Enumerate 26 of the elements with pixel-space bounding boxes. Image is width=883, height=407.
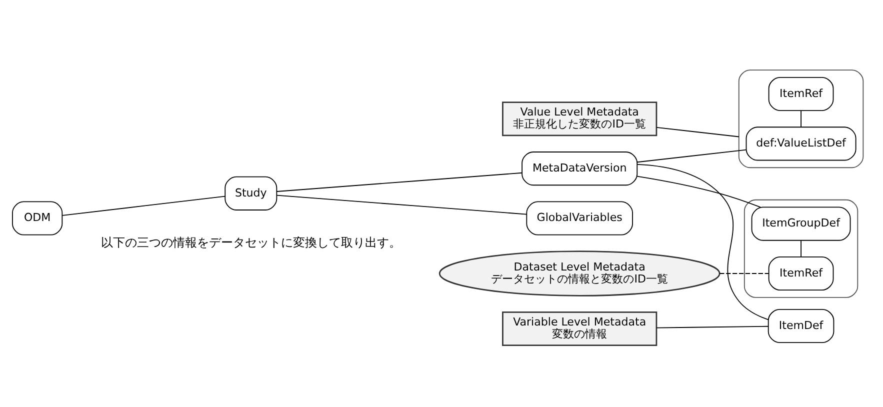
connector — [800, 110, 802, 127]
node-box: ItemGroupDef — [751, 206, 851, 240]
cluster — [738, 69, 864, 168]
connector — [800, 240, 802, 257]
connector — [62, 195, 226, 216]
node-box: Variable Level Metadata 変数の情報 — [502, 310, 658, 346]
connector — [636, 164, 769, 320]
node-box: MetaDataVersion — [522, 151, 638, 186]
connector — [719, 272, 769, 274]
connector — [656, 126, 740, 137]
node-ellipse: Dataset Level Metadata データセットの情報と変数のID一覧 — [438, 250, 720, 296]
connector — [636, 175, 761, 208]
connector — [276, 194, 527, 214]
node-box: def:ValueListDef — [746, 126, 856, 160]
node-box: ItemRef — [768, 256, 834, 290]
connector — [276, 172, 522, 192]
node-box: Value Level Metadata 非正規化した変数のID一覧 — [502, 101, 658, 136]
cluster — [744, 198, 858, 298]
node-box: Study — [224, 176, 278, 210]
connector — [636, 148, 747, 162]
node-box: ItemDef — [768, 308, 834, 343]
connector — [656, 325, 769, 328]
node-box: GlobalVariables — [526, 200, 633, 235]
node-box: ItemRef — [768, 76, 834, 111]
node-box: ODM — [12, 200, 63, 235]
label: 以下の三つの情報をデータセットに変換して取り出す。 — [100, 234, 401, 249]
